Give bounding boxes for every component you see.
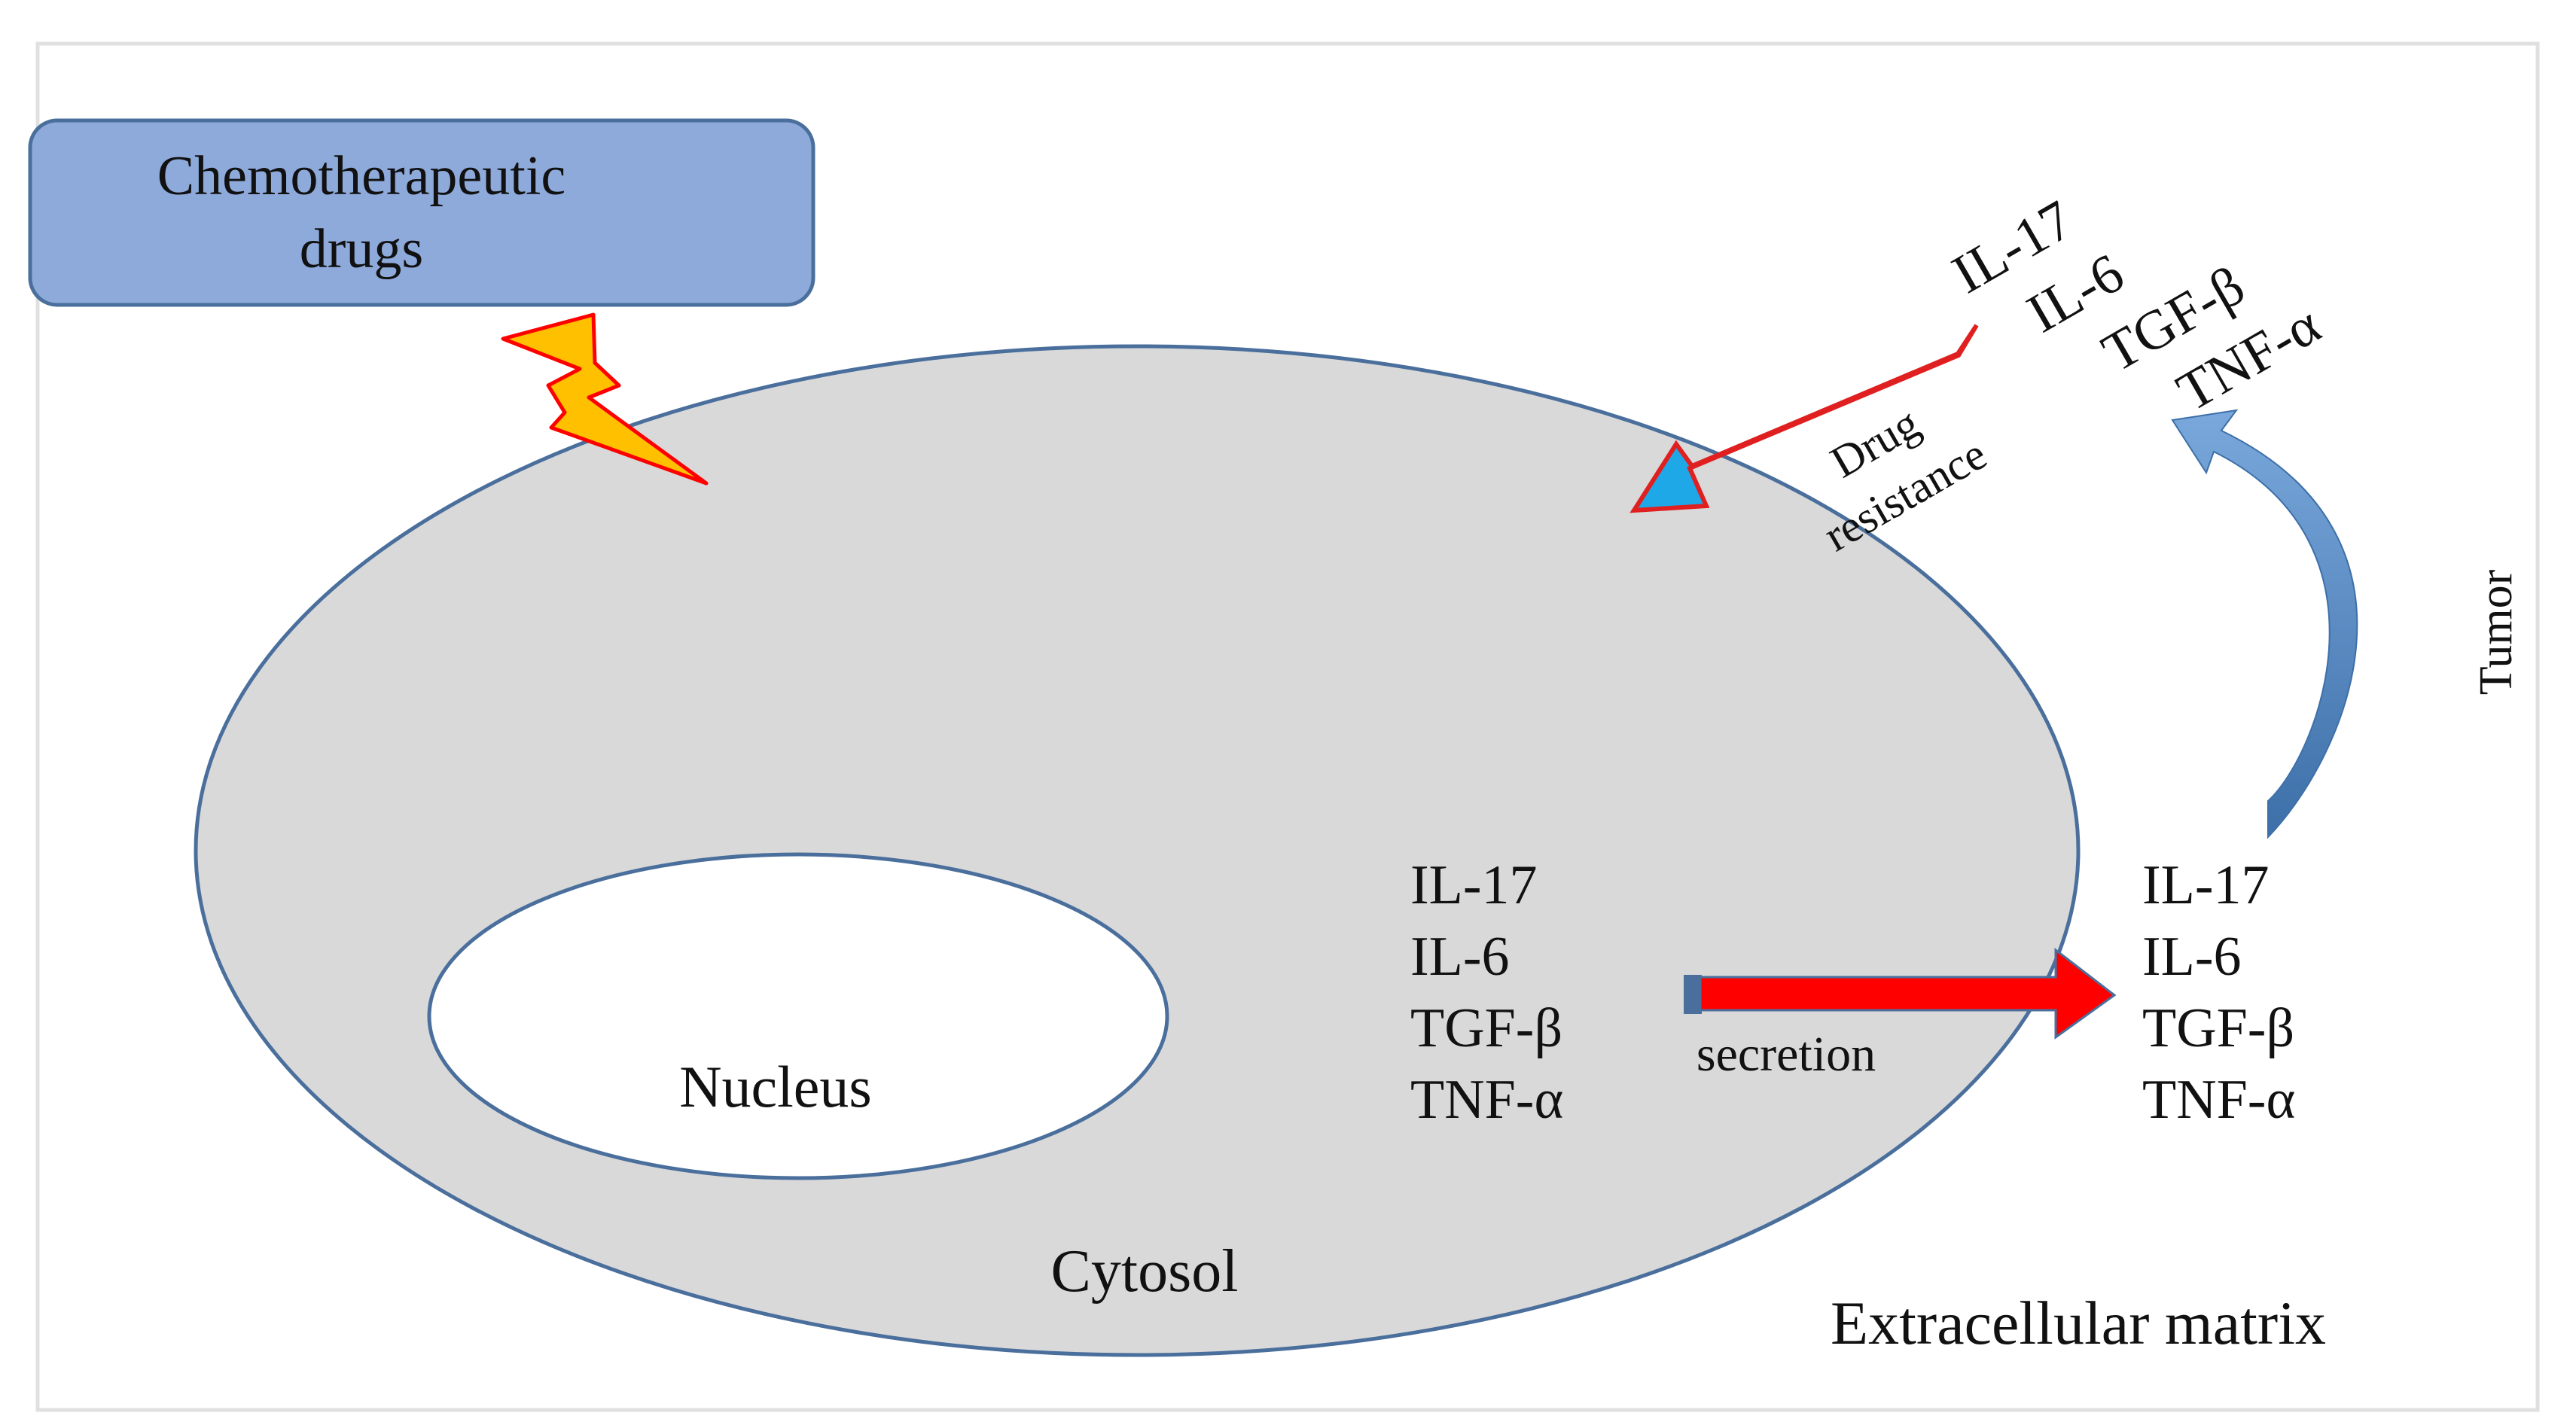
cytokine-outside-il17: IL-17: [2142, 854, 2270, 916]
cytokine-outside-il6: IL-6: [2142, 926, 2242, 988]
cytosol-label: Cytosol: [1051, 1238, 1239, 1305]
nucleus: [427, 852, 1169, 1180]
cytokine-inside-il6: IL-6: [1410, 926, 1510, 988]
chemo-drugs-box: [28, 118, 815, 307]
cytokine-inside-tnfa: TNF-α: [1410, 1069, 1563, 1131]
secretion-arrow: [1699, 947, 2117, 1040]
cytokine-outside-tnfa: TNF-α: [2142, 1069, 2295, 1131]
cytokine-inside-tgfb: TGF-β: [1410, 997, 1562, 1059]
cytokine-inside-il17: IL-17: [1410, 854, 1538, 916]
tumor-label: Tumor: [2471, 569, 2522, 695]
secretion-arrow-tail: [1684, 975, 1702, 1014]
cytokine-outside-tgfb: TGF-β: [2142, 997, 2294, 1059]
chemo-drugs-label-line2: drugs: [300, 218, 423, 280]
tumor-curved-arrow: [2171, 409, 2358, 839]
secretion-label: secretion: [1697, 1027, 1876, 1082]
chemo-drugs-label-line1: Chemotherapeutic: [157, 145, 566, 207]
cell-membrane: [194, 344, 2081, 1357]
extracellular-matrix-label: Extracellular matrix: [1831, 1289, 2326, 1357]
drug-resistance-arrow: [1629, 324, 1979, 513]
lightning-bolt-icon: [501, 312, 709, 486]
nucleus-label: Nucleus: [679, 1054, 872, 1119]
